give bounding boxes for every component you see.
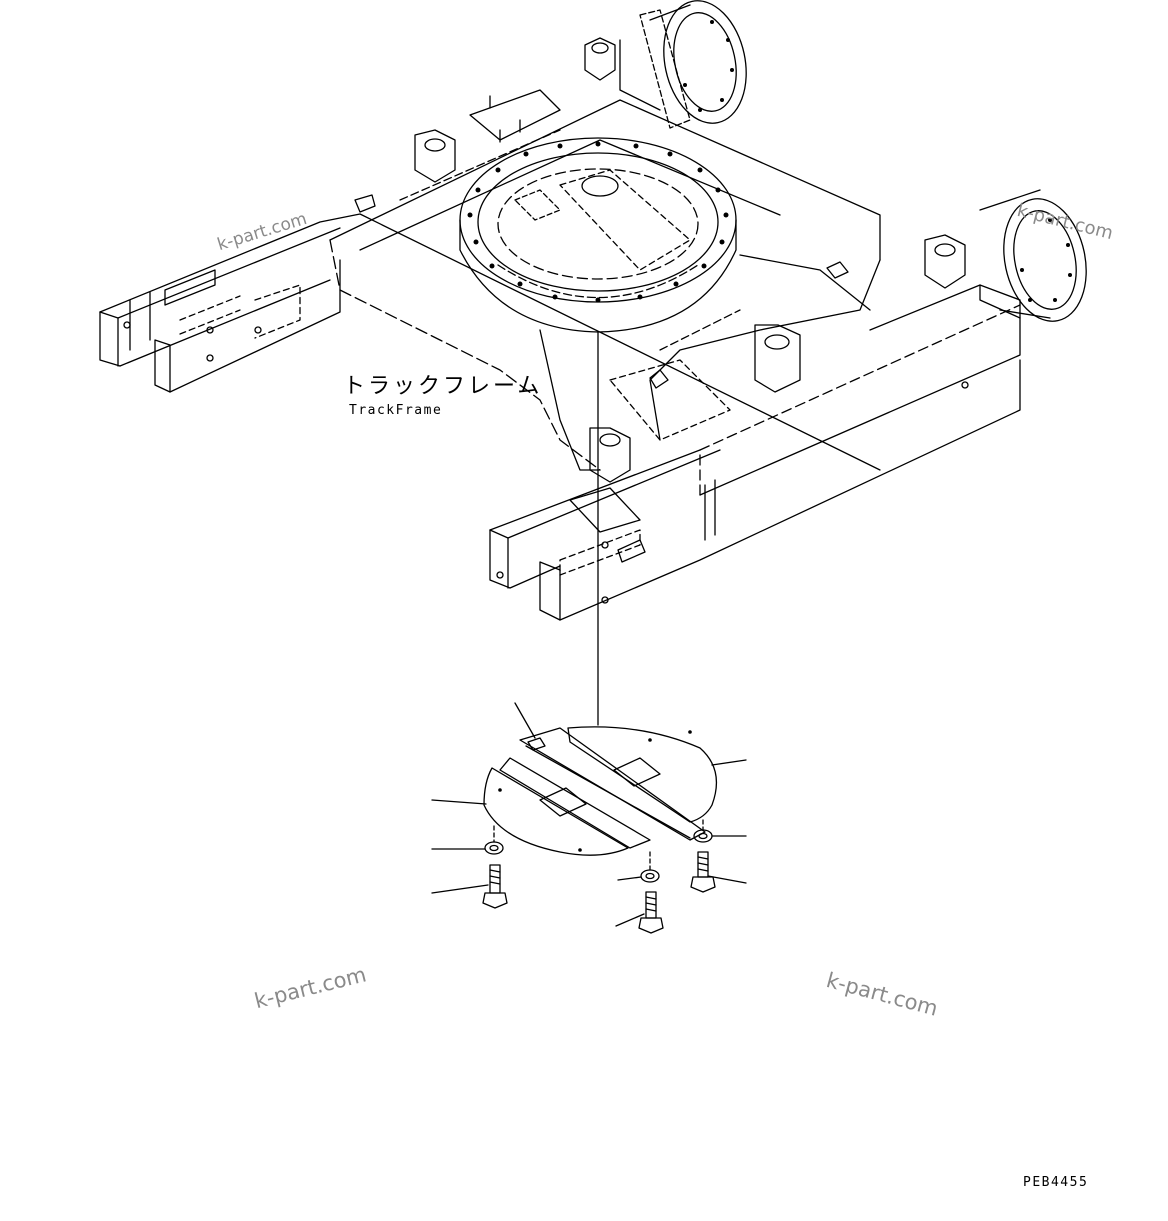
roller-brackets (414, 37, 966, 483)
left-rail (99, 213, 881, 471)
cover-plate-left (483, 767, 629, 856)
drive-drum-right (979, 189, 1087, 322)
track-frame-label-en: TrackFrame (349, 403, 443, 418)
callout-leaders (431, 702, 747, 927)
track-frame (99, 0, 1087, 621)
track-frame-label-jp: トラックフレーム (343, 374, 543, 399)
bolts (482, 851, 716, 934)
swing-circle (459, 137, 737, 333)
drive-drum-top (619, 0, 747, 129)
under-cover-assembly (431, 702, 747, 934)
drawing-code: PEB4455 (1023, 1175, 1089, 1190)
cover-plate-right (567, 726, 718, 823)
right-rail (489, 284, 1021, 621)
washers (484, 829, 713, 883)
bolt-holes (467, 141, 729, 303)
